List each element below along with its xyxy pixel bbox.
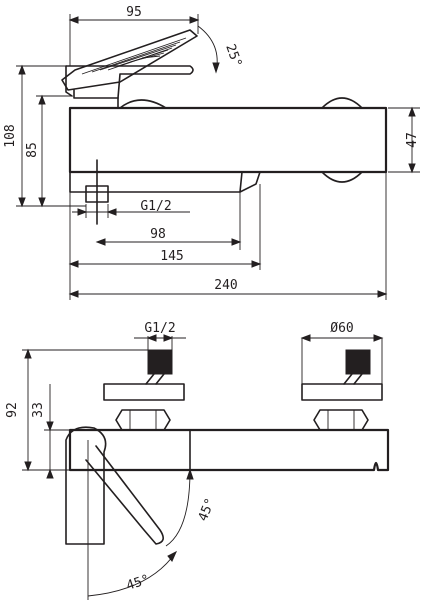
left-inlet — [103, 349, 185, 431]
dim-angle-45-right: 45° — [165, 468, 219, 547]
dim-47: 47 — [388, 106, 420, 174]
dim-diameter: Ø60 — [300, 321, 384, 384]
dim-92: 92 — [5, 348, 148, 472]
dim-25-label: 25° — [222, 42, 244, 69]
spout-plan — [65, 426, 164, 600]
dim-145-label: 145 — [160, 249, 183, 264]
inlet-nut — [85, 159, 109, 225]
dim-33: 33 — [31, 384, 70, 479]
lever-handle — [61, 29, 198, 91]
dim-85-label: 85 — [25, 142, 40, 158]
dim-108-label: 108 — [3, 124, 18, 147]
dim-45-left-label: 45° — [125, 572, 152, 594]
dim-33-label: 33 — [31, 402, 46, 418]
dim-47-label: 47 — [405, 132, 420, 148]
dim-98: 98 — [95, 192, 242, 250]
mixer-body-plan — [68, 428, 390, 472]
dim-45-right-label: 45° — [196, 496, 219, 523]
dim-thread-side: G1/2 — [72, 199, 190, 218]
dim-thread-plan: G1/2 — [134, 321, 186, 350]
dim-thread-side-label: G1/2 — [140, 199, 171, 214]
cartridge-cap — [73, 89, 119, 99]
dim-108: 108 — [3, 64, 86, 208]
dim-angle-45-left: 45° — [87, 550, 178, 597]
side-view: 95 25° 108 85 — [3, 5, 420, 300]
dim-thread-plan-label: G1/2 — [144, 321, 175, 336]
dim-85: 85 — [25, 94, 72, 208]
dim-angle-25: 25° — [197, 25, 244, 74]
dim-240: 240 — [68, 172, 388, 300]
plan-view: G1/2 Ø60 92 33 — [5, 321, 390, 600]
dim-95: 95 — [68, 5, 200, 66]
spout-side — [69, 171, 261, 193]
dim-diameter-label: Ø60 — [330, 321, 353, 336]
right-inlet — [301, 349, 383, 431]
dim-95-label: 95 — [126, 5, 142, 20]
dim-92-label: 92 — [5, 402, 20, 418]
dim-145: 145 — [68, 184, 262, 300]
dim-240-label: 240 — [214, 278, 237, 293]
lever-horizontal — [65, 65, 194, 99]
dim-98-label: 98 — [150, 227, 166, 242]
mixer-body-side — [68, 97, 388, 183]
